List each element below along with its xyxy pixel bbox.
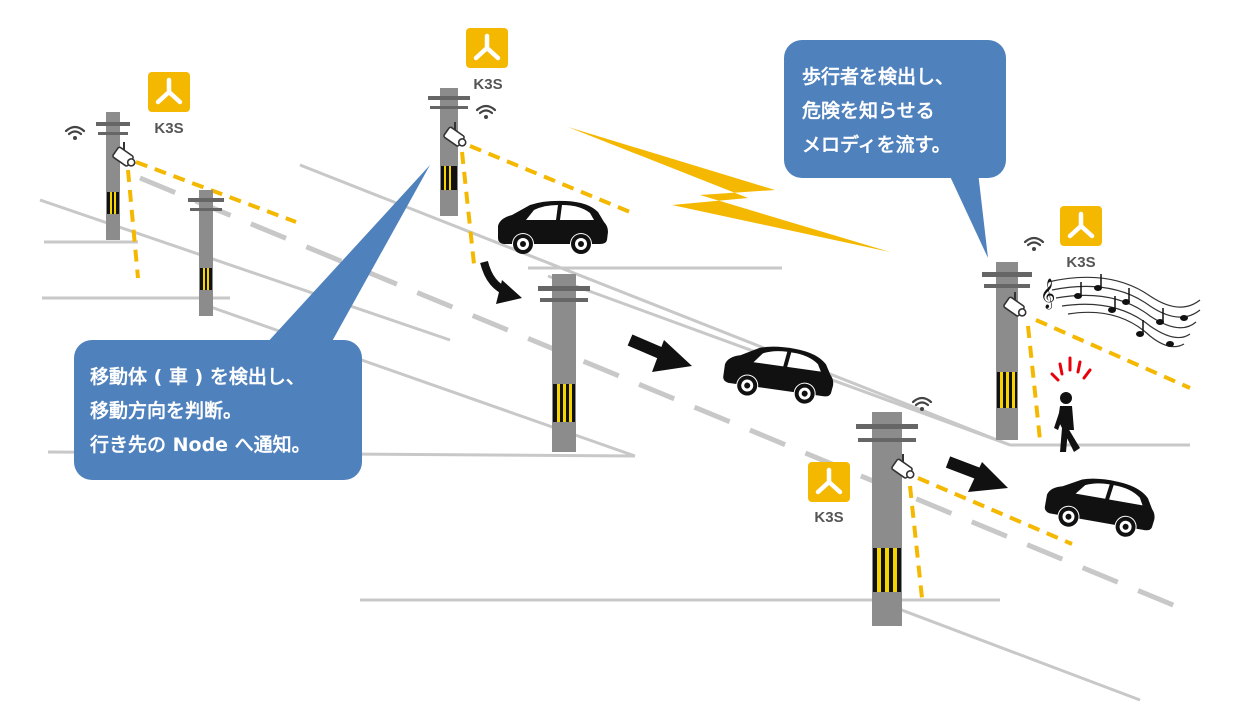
k3s-logo-icon: [1060, 206, 1102, 246]
wifi-icon: [1023, 236, 1045, 253]
music-notes-icon: [1047, 276, 1201, 348]
callout-left: 移動体 ( 車 ) を検出し、 移動方向を判断。 行き先の Node へ通知。: [74, 165, 430, 480]
callout-left-line-2: 移動方向を判断。: [90, 399, 242, 422]
pedestrian-icon: [1054, 392, 1080, 452]
k3s-logo-icon: [466, 28, 508, 68]
arrow-icon: [627, 334, 692, 372]
pole-2: [188, 190, 224, 316]
callout-right-line-1: 歩行者を検出し、: [802, 65, 954, 88]
alert-icon: [1050, 356, 1092, 382]
k3s-logo-icon: [148, 72, 190, 112]
k3s-logo-icon: [808, 462, 850, 502]
k3s-label: K3S: [473, 76, 502, 93]
callout-right-line-3: メロディを流す。: [802, 133, 951, 156]
car-icon: [1042, 469, 1160, 542]
arrow-icon: [945, 456, 1008, 492]
pole-4: [538, 274, 590, 452]
k3s-label: K3S: [1066, 254, 1095, 271]
lightning-icon: [568, 127, 890, 252]
pole-1: K3S: [64, 72, 297, 279]
wifi-icon: [64, 125, 86, 142]
pole-6: K3S: [982, 206, 1191, 441]
car-icon: [721, 339, 838, 408]
arrow-icon: [496, 280, 522, 304]
callout-right-line-2: 危険を知らせる: [802, 99, 935, 122]
callout-right: 歩行者を検出し、 危険を知らせる メロディを流す。: [784, 40, 1006, 258]
k3s-label: K3S: [154, 120, 183, 137]
callout-left-line-3: 行き先の Node へ通知。: [89, 433, 311, 456]
pole-3: K3S: [428, 28, 631, 265]
car-icon: [498, 200, 608, 254]
callout-left-line-1: 移動体 ( 車 ) を検出し、: [90, 365, 305, 388]
k3s-label: K3S: [814, 509, 843, 526]
svg-text:𝄞: 𝄞: [1040, 278, 1055, 310]
pole-5: K3S: [808, 396, 1073, 626]
lane-dashes: [139, 175, 1191, 615]
wifi-icon: [475, 104, 497, 121]
